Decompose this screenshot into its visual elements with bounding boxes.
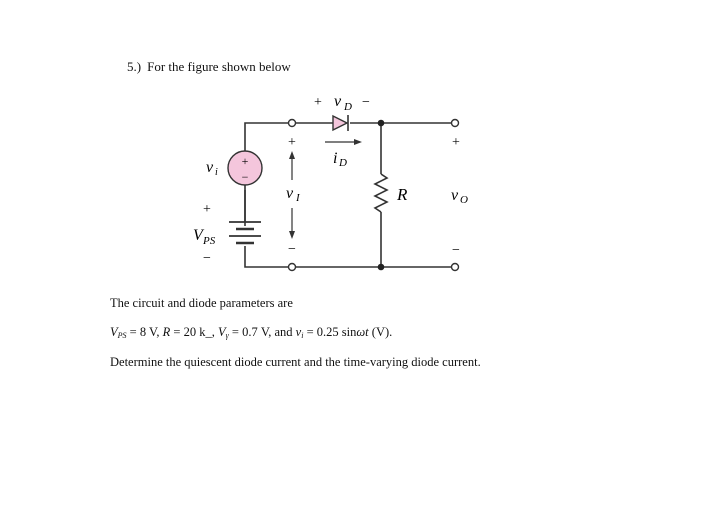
- question-header: 5.) For the figure shown below: [127, 59, 291, 75]
- vo-sub: O: [460, 194, 468, 206]
- r-symbol: R: [162, 325, 171, 339]
- id-label: i: [333, 150, 337, 167]
- intro-text: The circuit and diode parameters are: [110, 296, 293, 310]
- output-terminal-bottom: [450, 262, 460, 272]
- question-number: 5.): [127, 59, 142, 74]
- vo-minus: −: [452, 243, 460, 258]
- vps-subscript: PS: [117, 331, 127, 340]
- vi-subscript: i: [301, 331, 304, 340]
- vps-minus: −: [203, 251, 211, 266]
- vps-sub: PS: [202, 235, 216, 247]
- vo-plus: +: [452, 135, 460, 150]
- vps-plus: +: [203, 202, 211, 217]
- parameters-line: VPS = 8 V, R = 20 k_, Vγ = 0.7 V, and vi…: [110, 325, 392, 340]
- id-sub: D: [338, 157, 347, 169]
- vi-value: = 0.25 sin: [303, 325, 357, 339]
- battery-icon: [229, 190, 261, 245]
- source-minus: −: [242, 170, 249, 184]
- vgamma-value: = 0.7 V, and: [228, 325, 296, 339]
- vo-label: v: [451, 187, 459, 204]
- question-prompt: For the figure shown below: [147, 59, 291, 74]
- vd-sub: D: [343, 101, 352, 113]
- wire-bottom-left: [244, 246, 288, 268]
- output-terminal-top: [450, 118, 460, 128]
- vps-symbol: V: [110, 325, 118, 339]
- omega-t: ωt: [356, 325, 369, 339]
- vi-label: v: [206, 159, 214, 176]
- vi-input-arrow-icon: [289, 151, 295, 239]
- junction-top: [377, 119, 385, 127]
- junction-bottom: [377, 263, 385, 271]
- resistor-zigzag: [373, 173, 389, 213]
- vgamma-subscript: γ: [225, 331, 229, 340]
- vi-input-label: v: [286, 185, 294, 202]
- vd-label: v: [334, 93, 342, 110]
- input-terminal-top: [287, 118, 297, 128]
- current-arrow-icon: [325, 139, 362, 145]
- vgamma-symbol: V: [217, 325, 226, 339]
- vi-unit: (V).: [368, 325, 393, 339]
- input-terminal-bottom: [287, 262, 297, 272]
- ac-source-icon: [227, 150, 263, 186]
- vi-input-sub: I: [295, 192, 301, 204]
- source-plus: +: [242, 154, 249, 168]
- r-value: = 20 k_,: [170, 325, 218, 339]
- vi-input-plus: +: [288, 135, 296, 150]
- vd-plus: +: [314, 95, 322, 110]
- vi-symbol: v: [295, 325, 302, 339]
- resistor-label: R: [396, 185, 408, 204]
- vi-input-minus: −: [288, 242, 296, 257]
- vd-minus: −: [362, 95, 370, 110]
- task-text: Determine the quiescent diode current an…: [110, 355, 481, 369]
- vi-sub: i: [215, 167, 218, 178]
- vps-value: = 8 V,: [126, 325, 163, 339]
- vps-label: V: [193, 227, 205, 244]
- diode-icon: [332, 114, 349, 132]
